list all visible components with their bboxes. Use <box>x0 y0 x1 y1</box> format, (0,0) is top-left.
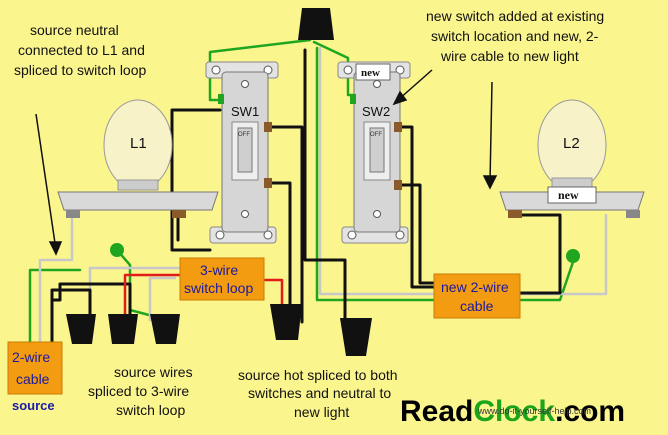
cable-new-2wire-line2: cable <box>460 298 494 314</box>
strap-screw-sw1-br <box>263 230 273 240</box>
lamp-socket-l1 <box>117 179 159 191</box>
strap-screw-sw1-bl <box>215 230 225 240</box>
site-url: www.do-it-yourself-help.com <box>477 406 591 416</box>
lamp-l2: L2 new <box>499 99 645 218</box>
mount-screw-sw2-bottom <box>373 210 381 218</box>
cable-3wire-line1: 3-wire <box>200 262 238 278</box>
logo-read: ReadClock.com <box>400 395 625 428</box>
switch-label-sw2: SW2 <box>362 104 390 119</box>
cable-new-2wire-line1: new 2-wire <box>441 279 509 295</box>
wire-nut-top <box>298 8 334 40</box>
note-bottom-left-1: source wires <box>114 364 193 380</box>
ground-screw-right <box>566 249 580 263</box>
switch-screw-sw2-bottom <box>394 180 402 190</box>
arrow-new-switch <box>397 69 433 101</box>
switch-ground-sw1 <box>218 94 224 104</box>
note-bottom-center-1: source hot spliced to both <box>238 367 398 383</box>
arrow-new-light <box>489 81 493 183</box>
arrow-left <box>35 113 57 251</box>
note-top-right-2: switch location and new, 2- <box>431 28 599 44</box>
arrow-new-light-head <box>482 175 498 190</box>
cable-3wire-line2: switch loop <box>184 280 253 296</box>
lamp-terminal-l1-left <box>66 210 80 218</box>
mount-screw-sw1-bottom <box>241 210 249 218</box>
wire-nut-1 <box>66 314 96 344</box>
annotation-arrows <box>35 69 498 256</box>
switch-sw2: SW2 OFF new <box>337 61 411 244</box>
source-label: source <box>12 398 55 413</box>
wire-nut-4 <box>270 304 302 340</box>
note-bottom-center-2: switches and neutral to <box>248 385 391 401</box>
switch-label-sw1: SW1 <box>231 104 259 119</box>
switch-screw-sw1-bottom <box>264 178 272 188</box>
note-top-left-2: connected to L1 and <box>18 42 145 58</box>
annotation-top-left: source neutral connected to L1 and splic… <box>14 22 147 78</box>
brand-logo: ReadClock.com www.do-it-yourself-help.co… <box>400 395 625 428</box>
annotation-bottom-center: source hot spliced to both switches and … <box>238 367 398 420</box>
black-wires <box>50 48 562 384</box>
lamp-label-l1: L1 <box>130 135 147 152</box>
wire-nut-3 <box>150 314 180 344</box>
strap-screw-sw2-bl <box>347 230 357 240</box>
switch-toggle-sw1 <box>237 127 253 173</box>
switch-ground-sw2 <box>350 94 356 104</box>
lamp-base-l1 <box>57 191 219 211</box>
new-tag-switch: new <box>361 67 380 79</box>
note-top-right-1: new switch added at existing <box>426 8 604 24</box>
lamp-terminal-l2-left <box>508 210 522 218</box>
wire-nut-5 <box>340 318 372 356</box>
note-top-right-3: wire cable to new light <box>440 48 579 64</box>
note-bottom-center-3: new light <box>294 404 349 420</box>
note-bottom-left-3: switch loop <box>116 402 185 418</box>
mount-screw-sw1-top <box>241 80 249 88</box>
lamp-terminal-l2-right <box>626 210 640 218</box>
toggle-label-sw1: OFF <box>238 132 250 138</box>
cable-box-3wire: 3-wire switch loop <box>179 257 265 301</box>
arrow-new-switch-head <box>392 90 408 106</box>
note-bottom-left-2: spliced to 3-wire <box>88 383 189 399</box>
mount-screw-sw2-top <box>373 80 381 88</box>
wire-nuts <box>66 8 372 356</box>
new-tag-switch-bg <box>355 63 391 81</box>
lamp-label-l2: L2 <box>563 135 580 152</box>
cable-box-new-2wire: new 2-wire cable <box>433 273 521 319</box>
new-tag-light-bg <box>547 186 597 204</box>
note-top-left-3: spliced to switch loop <box>14 62 147 78</box>
switch-screw-sw1-top <box>264 122 272 132</box>
ground-screw-left <box>110 243 124 257</box>
strap-screw-sw1-tl <box>211 65 221 75</box>
lamp-terminal-l1-right <box>172 210 186 218</box>
cable-2wire-line1: 2-wire <box>12 349 50 365</box>
annotation-top-right: new switch added at existing switch loca… <box>426 8 604 64</box>
wire-nut-2 <box>108 314 138 344</box>
switch-toggle-sw2 <box>369 127 385 173</box>
note-top-left-1: source neutral <box>30 22 119 38</box>
cable-box-2wire: 2-wire cable <box>7 341 63 395</box>
strap-screw-sw2-tl <box>343 65 353 75</box>
switch-screw-sw2-top <box>394 122 402 132</box>
strap-screw-sw2-br <box>395 230 405 240</box>
new-tag-light: new <box>558 188 579 202</box>
cable-2wire-line2: cable <box>16 371 50 387</box>
switch-sw1: SW1 OFF <box>205 61 279 244</box>
lamp-l1: L1 <box>57 99 219 218</box>
arrow-left-head <box>48 241 63 256</box>
toggle-label-sw2: OFF <box>370 132 382 138</box>
annotation-bottom-mid-left: source wires spliced to 3-wire switch lo… <box>88 364 193 418</box>
